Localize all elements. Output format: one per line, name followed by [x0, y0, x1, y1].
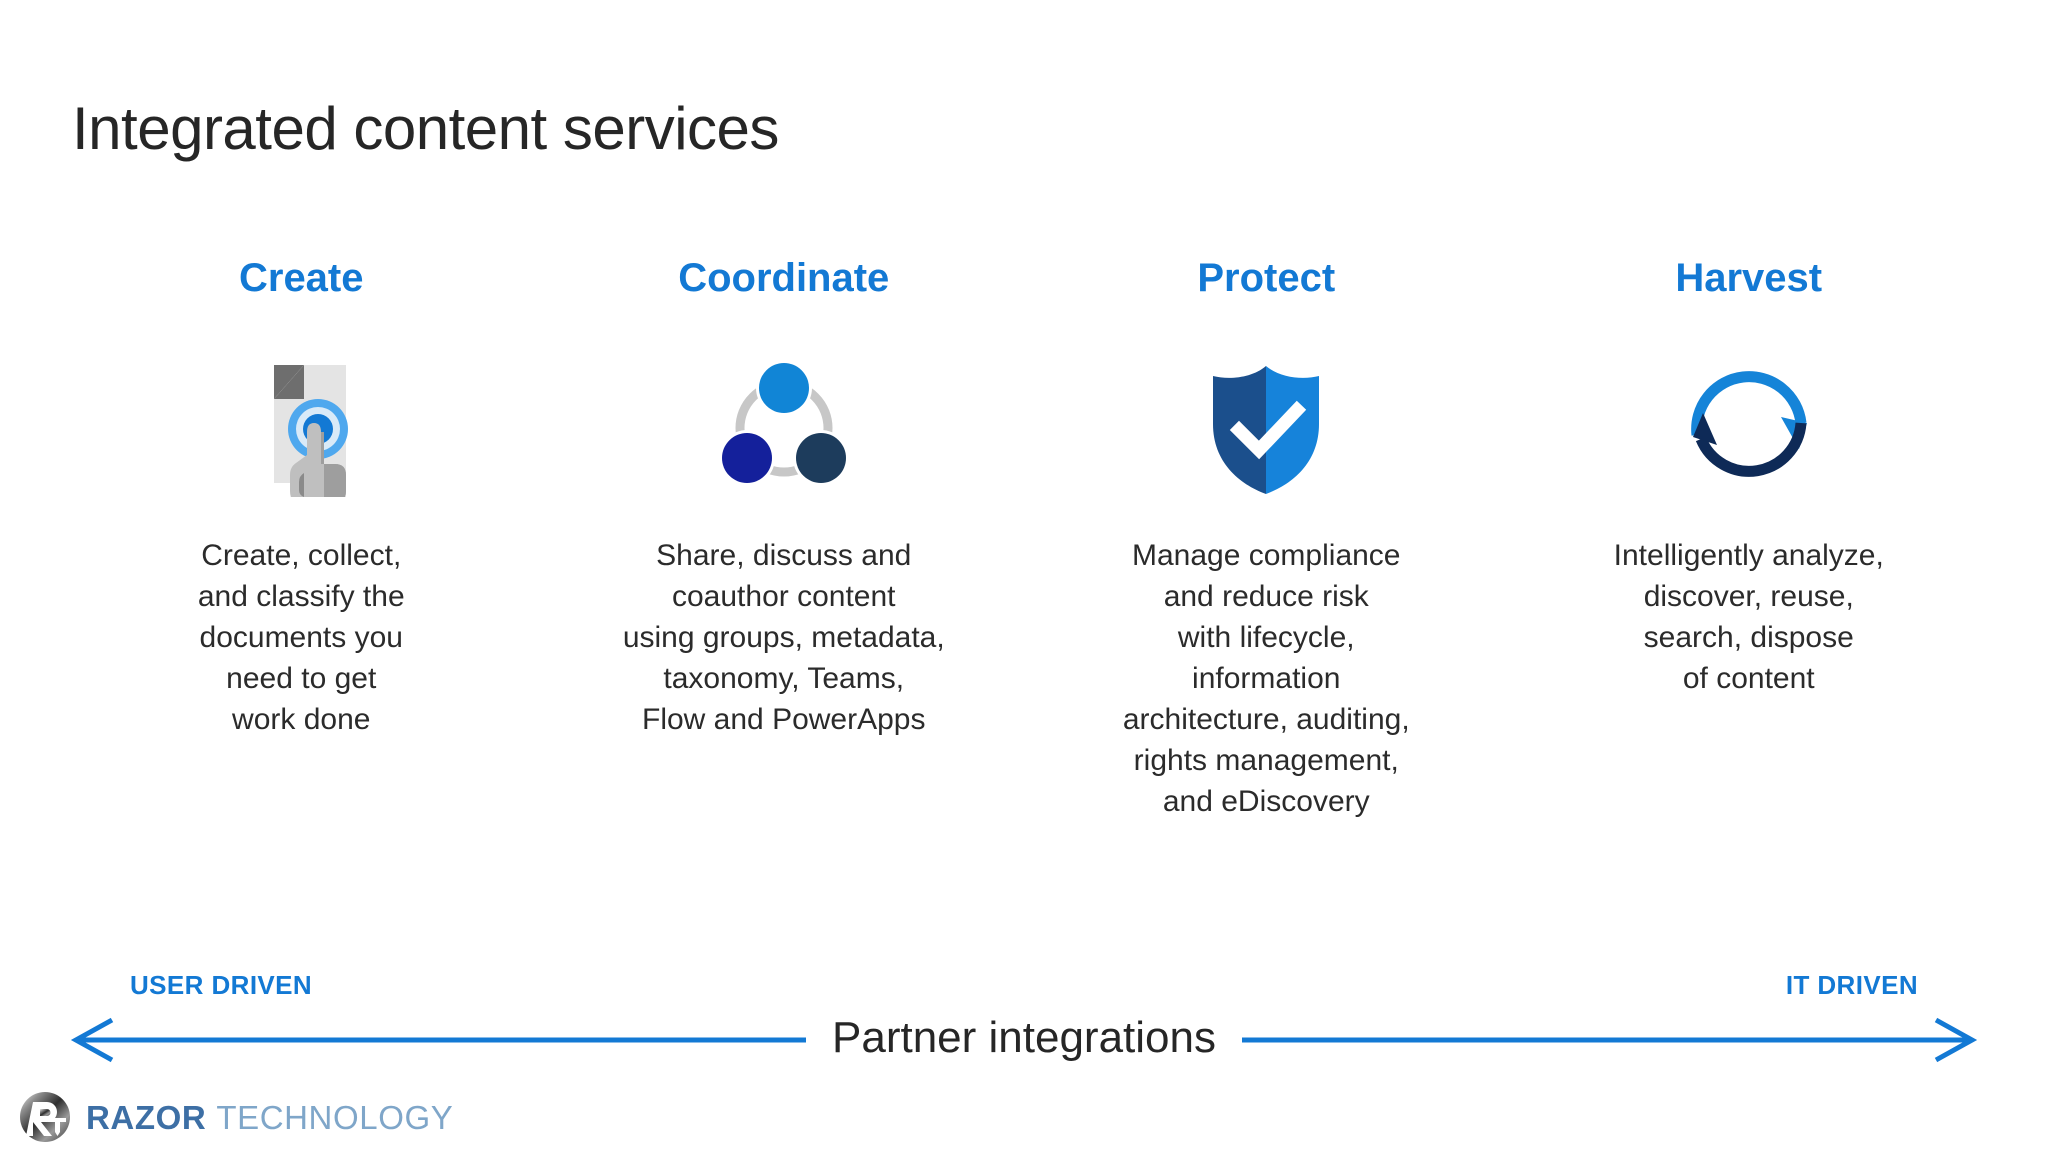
razor-r-monogram-icon — [20, 1092, 70, 1142]
column-body-coordinate: Share, discuss and coauthor content usin… — [622, 539, 945, 736]
column-body-create: Create, collect, and classify the docume… — [197, 539, 405, 736]
column-protect: Protect Manage compliance and reduce ris… — [1025, 255, 1508, 822]
document-touch-icon — [242, 343, 360, 513]
logo-secondary-text: TECHNOLOGY — [216, 1098, 454, 1136]
column-coordinate: Coordinate Share, discuss and coauthor c… — [543, 255, 1026, 740]
axis-label-user-driven: USER DRIVEN — [130, 970, 313, 1000]
column-create: Create Create, coll — [60, 255, 543, 740]
column-heading-create: Create — [238, 256, 364, 300]
axis-center-label: Partner integrations — [806, 1013, 1242, 1063]
logo-primary-text: RAZOR — [86, 1098, 207, 1136]
column-heading-protect: Protect — [1197, 256, 1336, 300]
column-harvest: Harvest Intelligently analyze, discover,… — [1508, 255, 1991, 699]
page-title: Integrated content services — [72, 95, 779, 162]
axis-label-it-driven: IT DRIVEN — [1785, 970, 1918, 1000]
three-circles-cycle-icon — [714, 343, 854, 513]
column-body-protect: Manage compliance and reduce risk with l… — [1122, 539, 1410, 818]
shield-check-icon — [1203, 343, 1329, 513]
column-body-harvest: Intelligently analyze, discover, reuse, … — [1613, 539, 1884, 695]
columns-container: Create Create, coll — [60, 255, 1990, 822]
circular-arrows-icon — [1679, 343, 1819, 513]
column-heading-coordinate: Coordinate — [678, 256, 890, 300]
column-heading-harvest: Harvest — [1675, 256, 1823, 300]
driver-axis: USER DRIVEN IT DRIVEN Partner integratio… — [0, 970, 2048, 1090]
